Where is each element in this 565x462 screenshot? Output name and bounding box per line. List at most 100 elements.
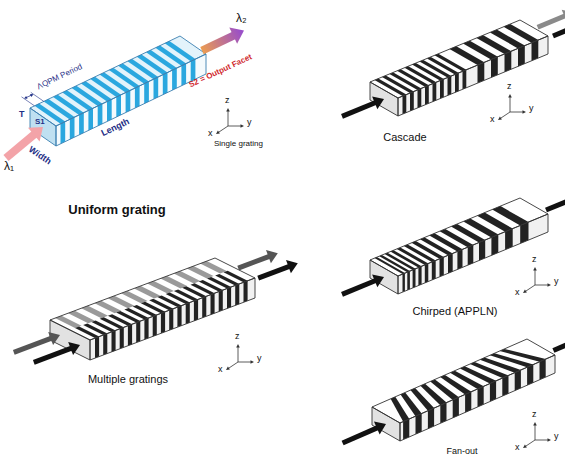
axis-label: x bbox=[490, 115, 495, 124]
domain-stripe bbox=[100, 72, 131, 92]
domain-stripe bbox=[137, 55, 168, 75]
arrow-head bbox=[229, 28, 244, 44]
arrow-shaft bbox=[510, 97, 511, 113]
arrow-head bbox=[48, 332, 60, 345]
dimension-label: Width bbox=[27, 145, 53, 166]
input-beam-arrow bbox=[34, 342, 80, 362]
arrow-shaft bbox=[525, 440, 535, 447]
output-beam-arrow bbox=[546, 193, 565, 211]
domain-stripe bbox=[227, 287, 231, 309]
arrow-head bbox=[266, 250, 278, 263]
domain-stripe bbox=[72, 86, 103, 106]
axis-label: z bbox=[532, 255, 537, 264]
domain-stripe bbox=[153, 315, 157, 337]
domain-stripe bbox=[403, 419, 409, 440]
domain-stripe bbox=[410, 92, 414, 112]
domain-stripe bbox=[211, 293, 215, 315]
arrow-head bbox=[251, 360, 255, 364]
domain-stripe bbox=[453, 397, 459, 418]
arrow-shaft bbox=[525, 285, 535, 292]
arrow-head bbox=[226, 367, 230, 370]
panel-caption: Fan-out bbox=[446, 447, 477, 456]
arrow-head bbox=[374, 422, 386, 435]
arrow-shaft bbox=[342, 280, 376, 294]
domain-stripe bbox=[440, 403, 446, 424]
domain-stripe bbox=[505, 229, 513, 250]
crystal-side-face bbox=[398, 36, 548, 116]
domain-stripe bbox=[244, 281, 248, 303]
axis-arrow bbox=[498, 112, 510, 120]
input-beam-arrow bbox=[343, 422, 386, 443]
arrow-head bbox=[372, 96, 384, 109]
domain-stripe bbox=[144, 81, 149, 103]
period-dimension bbox=[24, 96, 29, 99]
arrow-head bbox=[548, 438, 552, 442]
arrow-head bbox=[523, 290, 527, 293]
axis-triad bbox=[226, 344, 254, 370]
arrow-head bbox=[372, 274, 384, 287]
axis-arrow bbox=[238, 360, 254, 364]
arrow-shaft bbox=[238, 362, 252, 363]
arrow-shaft bbox=[535, 285, 549, 286]
wavelength-label: λ₂ bbox=[236, 12, 247, 24]
domain-stripe bbox=[126, 90, 131, 112]
domain-stripe bbox=[515, 370, 521, 391]
crystal-side-face bbox=[90, 278, 255, 360]
chirped-crystal bbox=[342, 193, 565, 295]
dimension-label: T bbox=[19, 110, 25, 119]
domain-stripe bbox=[98, 104, 103, 126]
arrow-shaft bbox=[218, 126, 228, 133]
axis-label: y bbox=[247, 118, 252, 127]
arrow-shaft bbox=[228, 111, 229, 127]
arrow-shaft bbox=[238, 347, 239, 363]
crystal-outline bbox=[30, 36, 206, 126]
arrow-head bbox=[562, 10, 565, 23]
input-beam-arrow bbox=[14, 332, 60, 352]
domain-stripe bbox=[418, 88, 422, 108]
domain-stripe bbox=[128, 59, 159, 79]
domain-stripe bbox=[79, 113, 84, 135]
arrow-head bbox=[498, 117, 502, 120]
crystal-outline bbox=[372, 339, 555, 423]
arrow-shaft bbox=[34, 348, 72, 362]
output-beam-arrow bbox=[202, 28, 244, 51]
domain-stripe bbox=[463, 70, 467, 90]
arrow-head bbox=[241, 124, 245, 128]
domain-stripe bbox=[500, 349, 546, 362]
axis-arrow bbox=[533, 422, 537, 440]
crystal-side-face bbox=[400, 355, 555, 441]
arrow-shaft bbox=[535, 425, 536, 441]
axis-triad bbox=[523, 267, 551, 293]
domain-stripe bbox=[425, 264, 429, 283]
domain-stripe bbox=[194, 299, 198, 321]
arrow-head bbox=[28, 127, 43, 142]
uniform-annotations bbox=[6, 28, 244, 158]
axis-label: z bbox=[532, 410, 537, 419]
domain-stripe bbox=[219, 290, 223, 312]
domain-stripe bbox=[540, 359, 546, 380]
axis-label: x bbox=[218, 365, 223, 374]
domain-stripe bbox=[478, 62, 485, 83]
domain-stripe bbox=[403, 273, 405, 292]
output-beam-arrow bbox=[538, 10, 565, 28]
domain-stripe bbox=[416, 414, 422, 435]
axis-arrow bbox=[510, 110, 526, 114]
domain-stripe bbox=[116, 95, 121, 117]
arrow-shaft bbox=[510, 112, 524, 113]
domain-stripe bbox=[504, 24, 539, 43]
arrow-shaft bbox=[258, 266, 289, 278]
crystal-outline bbox=[50, 258, 255, 340]
crystal-outline bbox=[370, 20, 548, 98]
domain-stripe bbox=[479, 240, 485, 261]
domain-stripe bbox=[109, 68, 140, 88]
domain-stripe bbox=[440, 79, 444, 99]
axis-label: x bbox=[208, 129, 213, 138]
crystal-outline bbox=[370, 198, 548, 276]
arrow-head bbox=[216, 131, 220, 134]
arrow-shaft bbox=[14, 338, 52, 352]
arrow-head bbox=[533, 267, 537, 271]
domain-stripe bbox=[432, 260, 436, 280]
arrow-shaft bbox=[553, 338, 565, 351]
domain-stripe bbox=[146, 50, 177, 70]
domain-stripe bbox=[90, 77, 121, 97]
